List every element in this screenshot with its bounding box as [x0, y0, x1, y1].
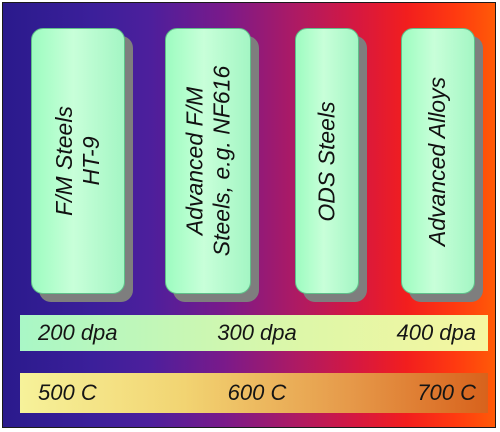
temperature-scale-band: 500 C 600 C 700 C: [20, 373, 488, 413]
material-label: Advanced Alloys: [425, 76, 452, 245]
material-label: ODS Steels: [314, 101, 341, 221]
dpa-scale-band: 200 dpa 300 dpa 400 dpa: [20, 315, 488, 351]
material-box-advanced-fm-steels: Advanced F/M Steels, e.g. NF616: [165, 28, 251, 294]
material-label-line: Steels, e.g. NF616: [208, 65, 234, 257]
dpa-label: 300 dpa: [217, 320, 297, 345]
diagram-frame: F/M Steels HT-9 Advanced F/M Steels, e.g…: [2, 2, 496, 428]
temperature-label: 500 C: [38, 380, 97, 405]
material-box-advanced-alloys: Advanced Alloys: [401, 28, 475, 294]
material-label: Advanced F/M Steels, e.g. NF616: [181, 66, 235, 257]
material-label: F/M Steels HT-9: [51, 106, 105, 216]
material-box-fm-steels: F/M Steels HT-9: [31, 28, 125, 294]
material-box-ods-steels: ODS Steels: [295, 28, 359, 294]
material-label-line: Advanced F/M: [181, 86, 207, 236]
dpa-label: 400 dpa: [396, 320, 476, 345]
material-label-line: F/M Steels: [51, 106, 78, 216]
temperature-label: 600 C: [227, 380, 287, 405]
dpa-label: 200 dpa: [38, 320, 118, 345]
material-label-line: HT-9: [78, 136, 105, 186]
temperature-label: 700 C: [417, 380, 476, 405]
material-label-line: Advanced Alloys: [424, 76, 451, 246]
material-label-line: ODS Steels: [313, 100, 340, 222]
